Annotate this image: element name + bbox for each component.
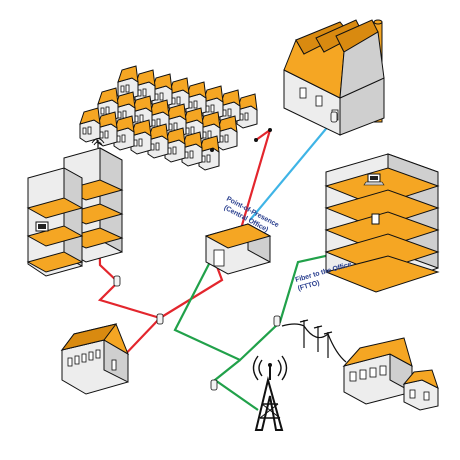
cell-tower-icon (252, 355, 288, 431)
row-house (198, 135, 220, 171)
row-house (117, 65, 139, 101)
central-office-icon (204, 223, 272, 275)
splice-node (113, 275, 121, 287)
office-building-icon (324, 153, 440, 293)
row-house (130, 119, 152, 155)
junction-dot (210, 148, 214, 152)
computer-icon (35, 221, 49, 232)
junction-dot (254, 138, 258, 142)
row-house (147, 123, 169, 159)
apartment-tower-icon (26, 138, 124, 277)
desk-phone-icon (371, 213, 380, 225)
row-houses-icon (79, 65, 258, 171)
junction-dot (268, 128, 272, 132)
splice-nodes (113, 111, 338, 391)
splice-node (156, 313, 164, 325)
row-house (181, 131, 203, 167)
row-house (164, 127, 186, 163)
row-house (216, 115, 238, 151)
factory-icon (283, 19, 385, 136)
row-house (113, 115, 135, 151)
splice-node (330, 111, 338, 123)
house-icon (60, 323, 130, 395)
row-house (199, 111, 221, 147)
antenna-icon (91, 138, 105, 148)
laptop-icon (363, 173, 385, 186)
house-group-icon (342, 337, 439, 411)
splice-node (210, 379, 218, 391)
utility-pole-icon (281, 319, 347, 363)
row-house (79, 107, 101, 143)
splice-node (273, 315, 281, 327)
blue-cable-network (249, 117, 336, 221)
